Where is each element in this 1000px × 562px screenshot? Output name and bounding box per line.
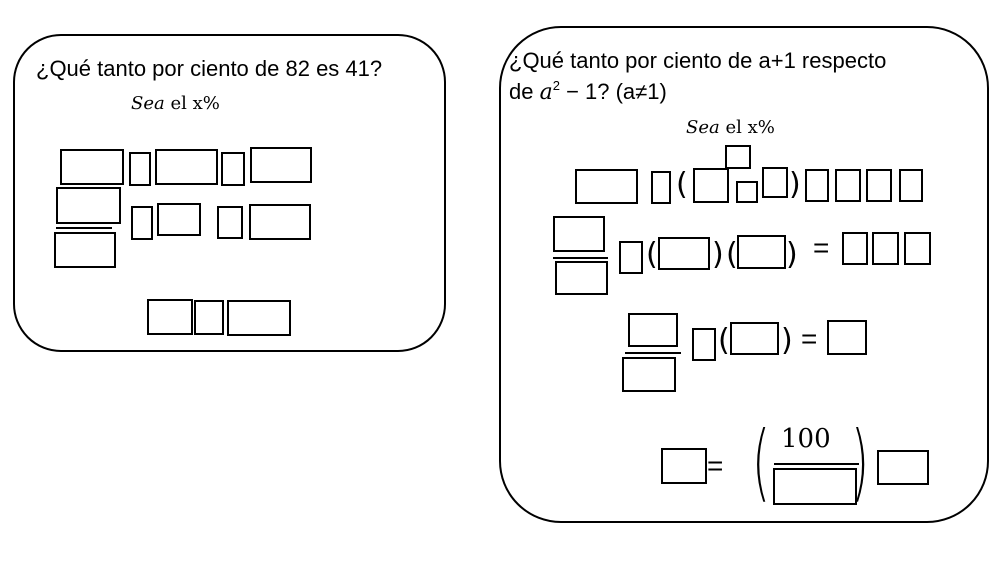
fraction-bar (553, 257, 608, 259)
fraction-bar (625, 352, 681, 354)
exercise-1-let-statement: Sea el x% (131, 93, 220, 114)
exercise-2-question-line-1: ¿Qué tanto por ciento de a+1 respecto (509, 48, 887, 73)
answer-slot[interactable] (575, 169, 638, 204)
answer-slot[interactable] (227, 300, 291, 336)
answer-slot[interactable] (157, 203, 201, 236)
fraction-denominator-slot[interactable] (54, 232, 116, 268)
question-var-a: a (539, 80, 553, 105)
answer-slot[interactable] (221, 152, 245, 186)
question-exponent: 2 (552, 78, 560, 93)
open-paren: ( (718, 323, 730, 358)
answer-slot[interactable] (155, 149, 218, 185)
answer-slot[interactable] (762, 167, 788, 198)
answer-slot[interactable] (872, 232, 899, 265)
fraction-denominator-slot[interactable] (773, 468, 857, 505)
answer-slot[interactable] (899, 169, 923, 202)
close-paren: ) (786, 237, 798, 272)
answer-slot[interactable] (60, 149, 124, 185)
answer-slot[interactable] (250, 147, 312, 183)
close-paren: ) (712, 237, 724, 272)
answer-slot[interactable] (805, 169, 829, 202)
answer-slot[interactable] (693, 168, 729, 203)
close-paren: ) (789, 167, 801, 202)
answer-slot[interactable] (842, 232, 868, 265)
equals-sign: = (801, 323, 818, 354)
open-paren: ( (646, 237, 658, 272)
answer-slot[interactable] (129, 152, 151, 186)
numerator-100: 100 (781, 424, 831, 454)
let-var: Sea (131, 93, 165, 114)
answer-slot[interactable] (131, 206, 153, 240)
answer-slot[interactable] (736, 181, 758, 203)
answer-slot[interactable] (661, 448, 707, 484)
answer-slot[interactable] (651, 171, 671, 204)
answer-slot[interactable] (866, 169, 892, 202)
fraction-bar (56, 227, 112, 229)
answer-slot[interactable] (827, 320, 867, 355)
answer-slot[interactable] (619, 241, 643, 274)
open-paren: ( (676, 167, 688, 202)
let-text: el x% (164, 93, 220, 114)
question-de: de (509, 79, 540, 104)
answer-slot[interactable] (904, 232, 931, 265)
exercise-2-let-statement: Sea el x% (686, 117, 775, 138)
big-close-paren: ) (851, 413, 870, 511)
question-rest: − 1? (a≠1) (559, 79, 667, 104)
exponent-slot[interactable] (725, 145, 751, 169)
answer-slot[interactable] (147, 299, 193, 335)
equals-sign: = (707, 450, 724, 481)
answer-slot[interactable] (877, 450, 929, 485)
equals-sign: = (813, 232, 830, 263)
open-paren: ( (726, 237, 738, 272)
exercise-2-question-line-2: de a2 − 1? (a≠1) (509, 77, 667, 107)
answer-slot[interactable] (730, 322, 779, 355)
exercise-1-question: ¿Qué tanto por ciento de 82 es 41? (36, 56, 383, 81)
answer-slot[interactable] (217, 206, 243, 239)
let-text: el x% (719, 117, 775, 138)
let-var: Sea (686, 117, 720, 138)
fraction-denominator-slot[interactable] (622, 357, 676, 392)
close-paren: ) (781, 323, 793, 358)
fraction-bar (774, 463, 859, 465)
answer-slot[interactable] (692, 328, 716, 361)
answer-slot[interactable] (194, 300, 224, 335)
fraction-denominator-slot[interactable] (555, 261, 608, 295)
answer-slot[interactable] (737, 235, 786, 269)
fraction-numerator-slot[interactable] (553, 216, 605, 252)
fraction-numerator-slot[interactable] (628, 313, 678, 347)
answer-slot[interactable] (249, 204, 311, 240)
fraction-numerator-slot[interactable] (56, 187, 121, 224)
big-open-paren: ( (752, 413, 771, 511)
answer-slot[interactable] (658, 237, 710, 270)
answer-slot[interactable] (835, 169, 861, 202)
